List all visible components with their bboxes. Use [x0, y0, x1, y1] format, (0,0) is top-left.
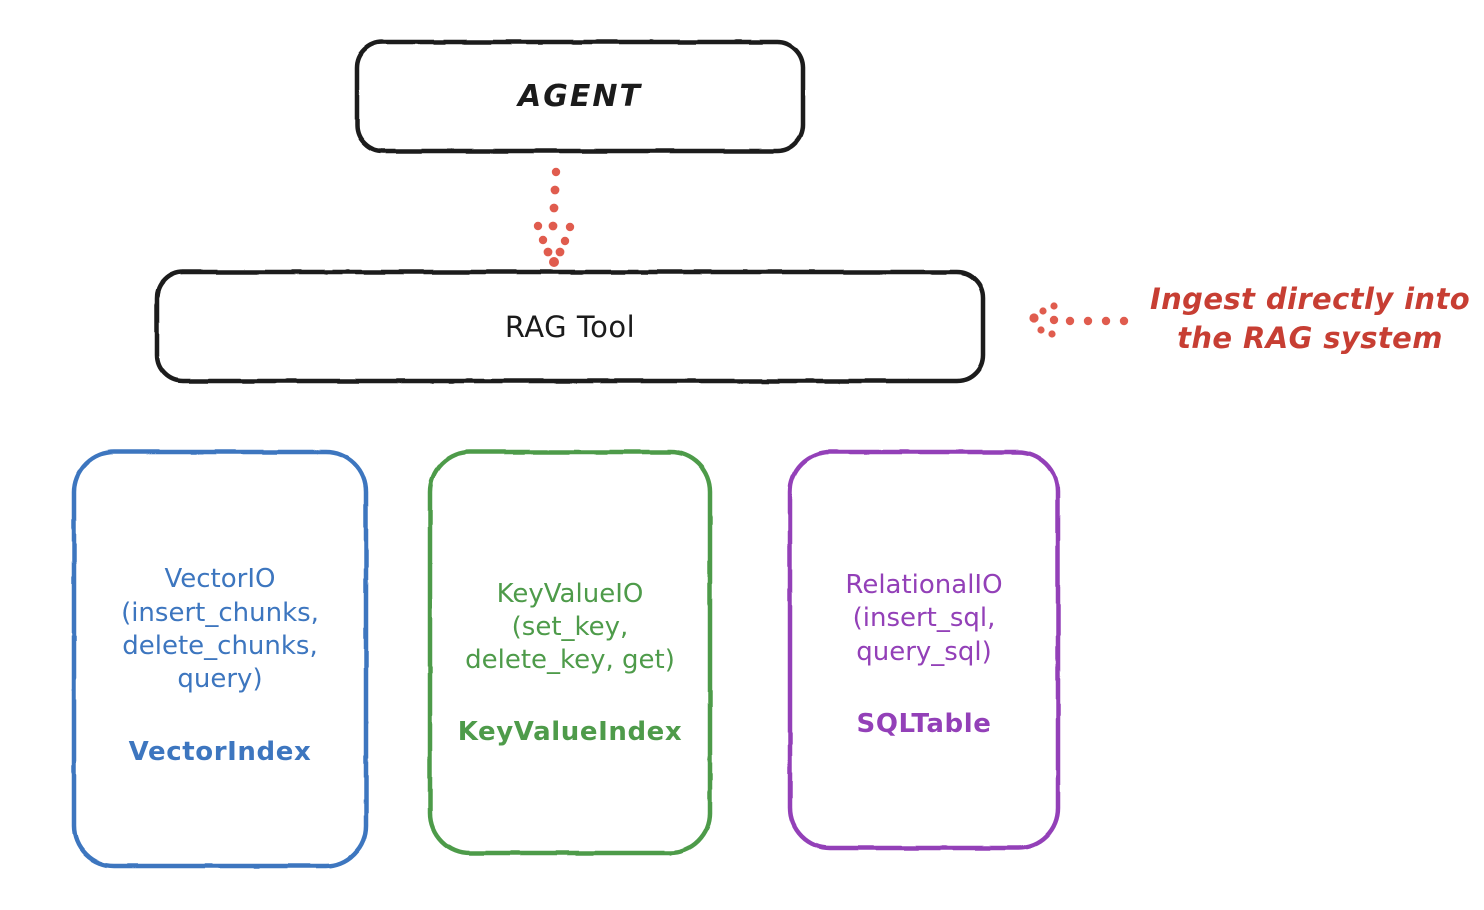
- keyvalue-io-interface-label: KeyValueIO (set_key, delete_key, get): [465, 578, 675, 676]
- node-rag-tool[interactable]: RAG Tool: [155, 270, 985, 383]
- agent-label: AGENT: [518, 79, 642, 114]
- ingest-dotted-arrow: [1029, 302, 1129, 338]
- ingest-annotation-text: Ingest directly into the RAG system: [1149, 282, 1471, 356]
- rag-tool-box-outline: [154, 269, 986, 384]
- vector-index-label: VectorIndex: [128, 736, 312, 767]
- relational-io-interface-label: RelationalIO (insert_sql, query_sql): [845, 570, 1003, 667]
- agent-to-ragtool-dotted-arrow: [533, 167, 575, 267]
- vector-box-outline: [71, 449, 369, 869]
- relational-box-outline: [787, 449, 1061, 851]
- keyvalue-box-outline: [427, 449, 713, 856]
- node-keyvalue-io[interactable]: KeyValueIO (set_key, delete_key, get) Ke…: [428, 450, 712, 855]
- node-relational-io[interactable]: RelationalIO (insert_sql, query_sql) SQL…: [788, 450, 1060, 850]
- agent-box-outline: [354, 39, 806, 154]
- vector-io-interface-label: VectorIO (insert_chunks, delete_chunks, …: [121, 564, 319, 695]
- node-agent[interactable]: AGENT: [355, 40, 805, 153]
- rag-tool-label: RAG Tool: [504, 309, 636, 344]
- node-vector-io[interactable]: VectorIO (insert_chunks, delete_chunks, …: [72, 450, 368, 868]
- keyvalue-index-label: KeyValueIndex: [457, 717, 683, 748]
- sql-table-label: SQLTable: [856, 708, 992, 739]
